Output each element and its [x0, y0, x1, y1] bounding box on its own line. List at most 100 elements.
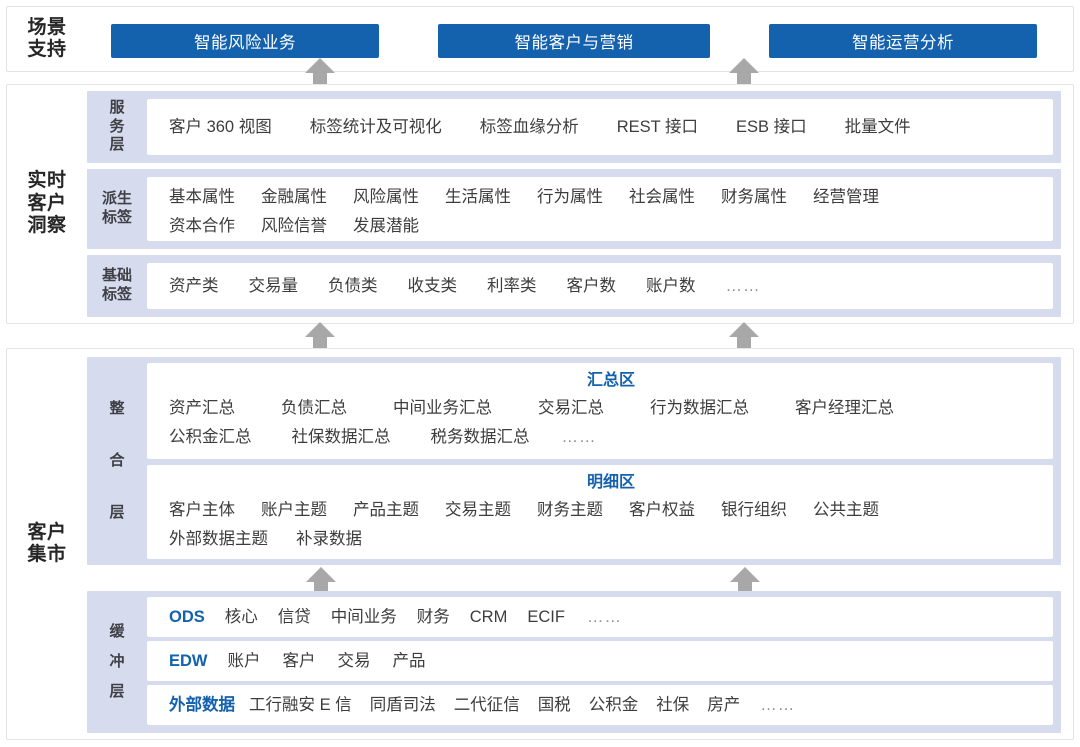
scenario-button-row: 智能风险业务 智能客户与营销 智能运营分析: [111, 24, 1037, 58]
item-real-estate[interactable]: 房产: [707, 695, 741, 714]
item-bank-organization[interactable]: 银行组织: [721, 501, 787, 519]
item-edw[interactable]: EDW: [169, 651, 208, 670]
side-label-char: 层: [109, 136, 125, 154]
item-ellipsis: ……: [760, 695, 796, 714]
item-intermediate-business-summary[interactable]: 中间业务汇总: [393, 399, 492, 417]
item-transaction[interactable]: 交易: [337, 651, 371, 670]
item-row: EDW 账户 客户 交易 产品: [169, 647, 426, 676]
insight-label-line3: 洞察: [27, 215, 67, 237]
scenario-label-line2: 支持: [27, 39, 67, 60]
scenario-button-risk[interactable]: 智能风险业务: [111, 24, 379, 58]
panel-buffer-layer: 缓 冲 层 ODS 核心 信贷 中间业务 财务 CRM ECIF ……: [87, 591, 1061, 733]
item-life-attribute[interactable]: 生活属性: [445, 188, 511, 206]
item-social-attribute[interactable]: 社会属性: [629, 188, 695, 206]
item-housing-fund[interactable]: 公积金: [588, 695, 639, 714]
item-housing-fund-summary[interactable]: 公积金汇总: [169, 427, 252, 446]
item-rest-interface[interactable]: REST 接口: [616, 117, 698, 136]
item-capital-cooperation[interactable]: 资本合作: [169, 216, 235, 235]
item-crm[interactable]: CRM: [469, 607, 508, 626]
item-finance[interactable]: 财务: [416, 607, 450, 626]
item-product-subject[interactable]: 产品主题: [353, 501, 419, 519]
item-risk-attribute[interactable]: 风险属性: [353, 188, 419, 206]
item-liability-class[interactable]: 负债类: [328, 276, 378, 295]
arrow-up-icon: [305, 322, 335, 356]
content-box-edw: EDW 账户 客户 交易 产品: [147, 641, 1053, 681]
item-income-expense-class[interactable]: 收支类: [407, 276, 458, 295]
insight-label-line2: 客户: [27, 192, 67, 214]
item-customer-360-view[interactable]: 客户 360 视图: [169, 117, 272, 136]
panel-derived-tags: 派生 标签 基本属性 金融属性 风险属性 生活属性 行为属性 社会属性 财务属性…: [87, 169, 1061, 249]
item-esb-interface[interactable]: ESB 接口: [736, 117, 807, 136]
side-label-char: 派生: [101, 190, 132, 208]
item-account-subject[interactable]: 账户主题: [261, 501, 327, 519]
item-intermediate-business[interactable]: 中间业务: [330, 607, 397, 626]
arrow-up-icon: [305, 58, 335, 92]
item-product[interactable]: 产品: [392, 651, 426, 670]
item-basic-attribute[interactable]: 基本属性: [169, 188, 235, 206]
item-row: ODS 核心 信贷 中间业务 财务 CRM ECIF ……: [169, 603, 622, 632]
item-customer-entity[interactable]: 客户主体: [169, 501, 235, 519]
item-account[interactable]: 账户: [227, 651, 261, 670]
scenario-button-operations-analysis[interactable]: 智能运营分析: [769, 24, 1037, 58]
item-row: 外部数据主题 补录数据: [169, 525, 1053, 554]
item-business-management[interactable]: 经营管理: [813, 188, 879, 206]
item-tongdun-judicial[interactable]: 同盾司法: [369, 695, 436, 714]
item-development-potential[interactable]: 发展潜能: [353, 216, 419, 235]
item-liability-summary[interactable]: 负债汇总: [281, 399, 347, 417]
item-row: 客户 360 视图 标签统计及可视化 标签血缘分析 REST 接口 ESB 接口…: [169, 105, 1053, 149]
arrow-up-icon: [729, 58, 759, 92]
item-national-tax[interactable]: 国税: [537, 695, 571, 714]
side-label-integration-layer: 整 合 层: [87, 357, 147, 565]
zone-title-detail: 明细区: [586, 474, 635, 491]
side-label-char: 合: [109, 451, 125, 469]
item-behavior-data-summary[interactable]: 行为数据汇总: [650, 399, 749, 417]
arrow-up-icon: [306, 567, 336, 601]
content-box-detail-zone: 明细区 客户主体 账户主题 产品主题 交易主题 财务主题 客户权益 银行组织 公…: [147, 465, 1053, 559]
item-second-gen-credit-report[interactable]: 二代征信: [453, 695, 520, 714]
side-label-derived-tags: 派生 标签: [87, 169, 147, 249]
item-finance-attribute[interactable]: 财务属性: [721, 188, 787, 206]
item-social-security[interactable]: 社保: [656, 695, 690, 714]
side-label-char: 层: [109, 682, 125, 700]
item-asset-summary[interactable]: 资产汇总: [169, 399, 235, 417]
arrow-up-icon: [730, 567, 760, 601]
item-social-security-data-summary[interactable]: 社保数据汇总: [291, 427, 391, 446]
item-batch-file[interactable]: 批量文件: [844, 117, 911, 136]
item-tag-statistics-visualization[interactable]: 标签统计及可视化: [309, 117, 442, 136]
item-customer-rights[interactable]: 客户权益: [629, 501, 695, 519]
item-risk-reputation[interactable]: 风险信誉: [261, 216, 327, 235]
side-label-char: 基础: [101, 267, 132, 285]
insight-label-line1: 实时: [27, 170, 67, 192]
content-box-ods: ODS 核心 信贷 中间业务 财务 CRM ECIF ……: [147, 597, 1053, 637]
item-ecif[interactable]: ECIF: [527, 607, 565, 626]
side-label-char: 务: [109, 117, 125, 135]
item-external-data[interactable]: 外部数据: [169, 695, 235, 714]
item-public-subject[interactable]: 公共主题: [813, 501, 879, 519]
item-transaction-volume[interactable]: 交易量: [248, 276, 299, 295]
item-row: 资产汇总 负债汇总 中间业务汇总 交易汇总 行为数据汇总 客户经理汇总: [169, 394, 1053, 423]
item-transaction-summary[interactable]: 交易汇总: [538, 399, 604, 417]
side-label-char: 标签: [101, 209, 132, 226]
item-asset-class[interactable]: 资产类: [169, 276, 219, 295]
item-ods[interactable]: ODS: [169, 607, 205, 626]
item-tag-lineage-analysis[interactable]: 标签血缘分析: [479, 117, 579, 136]
item-external-data-subject[interactable]: 外部数据主题: [169, 529, 268, 548]
item-credit[interactable]: 信贷: [277, 607, 311, 626]
item-customer-count[interactable]: 客户数: [566, 276, 617, 295]
item-core[interactable]: 核心: [224, 607, 258, 626]
content-box-basic-tags: 资产类 交易量 负债类 收支类 利率类 客户数 账户数 ……: [147, 263, 1053, 309]
item-interest-rate-class[interactable]: 利率类: [487, 276, 537, 295]
scenario-button-customer-marketing[interactable]: 智能客户与营销: [438, 24, 710, 58]
section-customer-mart: 客户 集市 整 合 层 汇总区 资产汇总 负债汇总 中间业务汇总 交易汇总 行为…: [6, 348, 1074, 740]
item-behavior-attribute[interactable]: 行为属性: [537, 188, 603, 206]
item-row: 客户主体 账户主题 产品主题 交易主题 财务主题 客户权益 银行组织 公共主题: [169, 496, 1053, 525]
item-account-count[interactable]: 账户数: [646, 276, 696, 295]
item-tax-data-summary[interactable]: 税务数据汇总: [430, 427, 530, 446]
item-account-manager-summary[interactable]: 客户经理汇总: [795, 399, 894, 417]
item-icbc-rongan-e-credit[interactable]: 工行融安 E 信: [249, 695, 352, 714]
item-customer[interactable]: 客户: [282, 651, 316, 670]
item-financial-attribute[interactable]: 金融属性: [261, 188, 327, 206]
item-finance-subject[interactable]: 财务主题: [537, 501, 603, 519]
item-transaction-subject[interactable]: 交易主题: [445, 501, 511, 519]
item-supplementary-data[interactable]: 补录数据: [296, 529, 362, 548]
